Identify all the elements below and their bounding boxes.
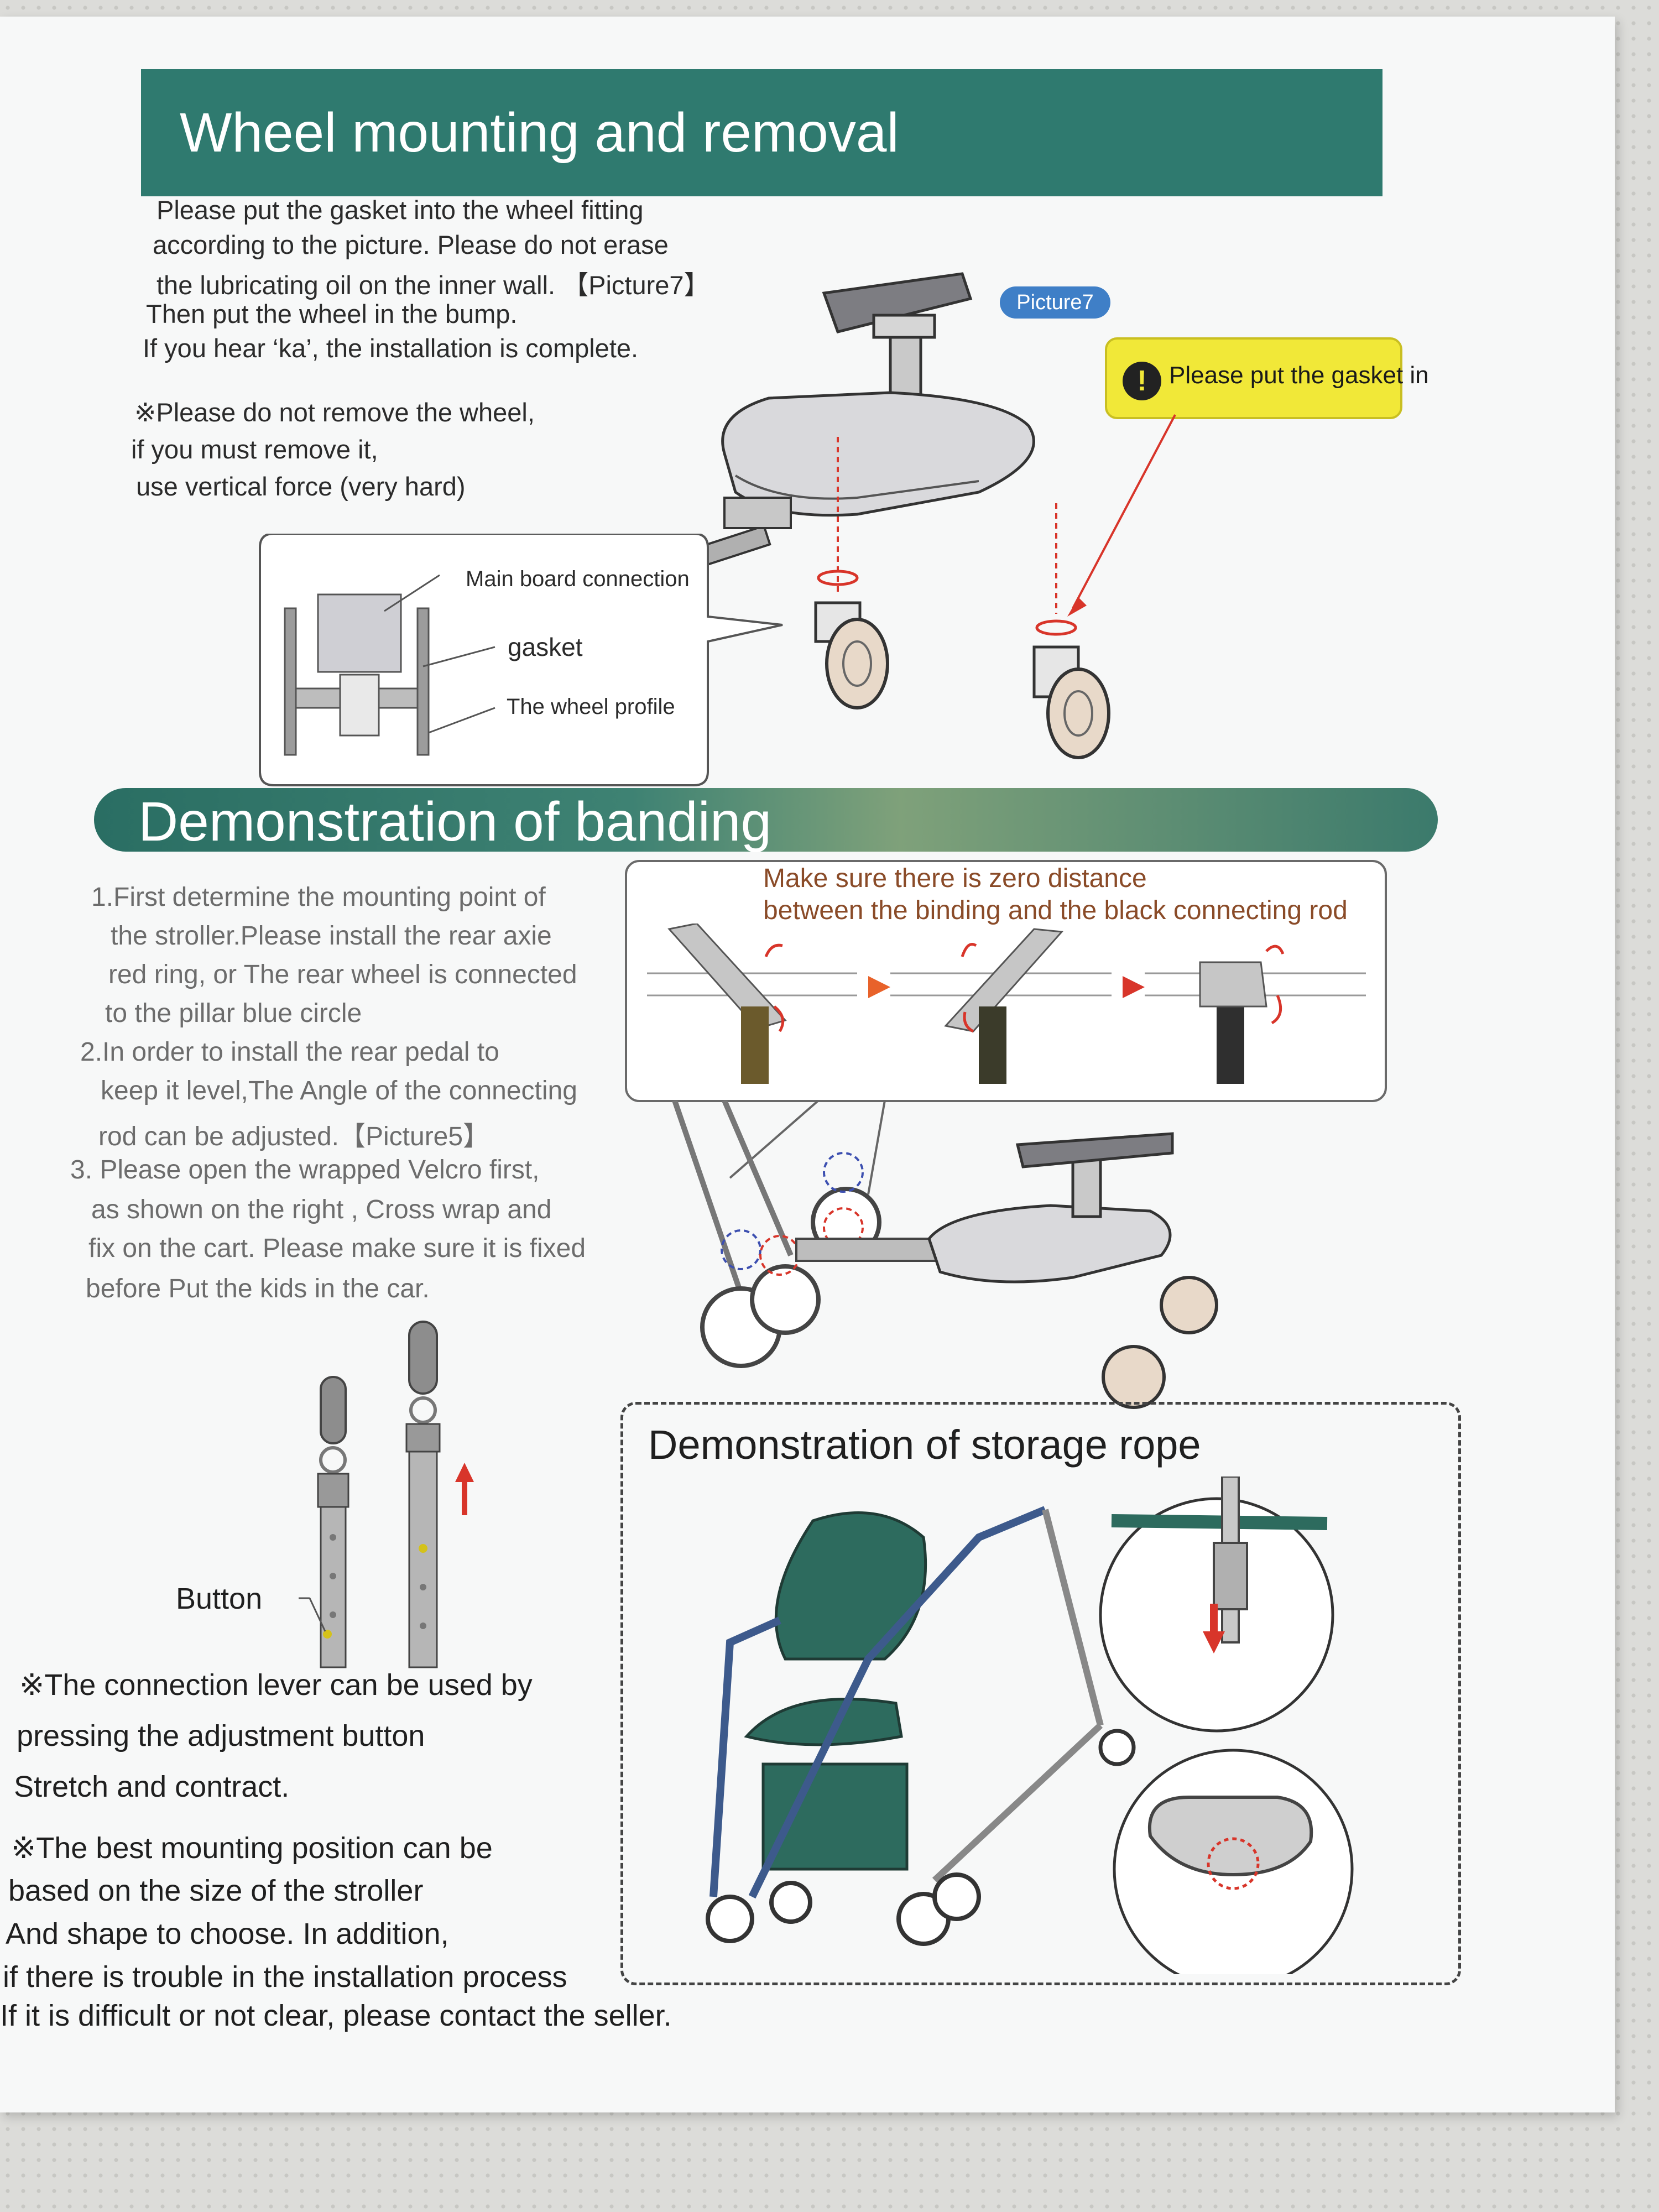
instruction-sheet: Wheel mounting and removal Please put th…	[0, 17, 1615, 2112]
section-header-wheel: Wheel mounting and removal	[141, 69, 1383, 196]
instruction-line: Then put the wheel in the bump.	[146, 299, 518, 328]
label-wheel-profile: The wheel profile	[507, 695, 675, 719]
label-main-board: Main board connection	[466, 567, 690, 591]
board-attached-illustration	[672, 1100, 1218, 1409]
lever-note-line: ※The connection lever can be used by	[19, 1668, 533, 1702]
storage-rope-title: Demonstration of storage rope	[648, 1422, 1201, 1468]
section-title-banding: Demonstration of banding	[138, 791, 772, 853]
stroller-storage-illustration	[706, 1477, 1354, 1974]
step-line: as shown on the right , Cross wrap and	[91, 1195, 552, 1224]
warning-line: use vertical force (very hard)	[136, 472, 466, 501]
instruction-line: according to the picture. Please do not …	[153, 230, 669, 259]
zero-distance-text: Make sure there is zero distance between…	[763, 863, 1348, 927]
warning-line: ※Please do not remove the wheel,	[134, 398, 535, 427]
step-line: rod can be adjusted.【Picture5】	[98, 1122, 490, 1151]
step-line: 2.In order to install the rear pedal to	[80, 1037, 499, 1067]
instruction-line: the lubricating oil on the inner wall. 【…	[156, 270, 710, 300]
step-line: 3. Please open the wrapped Velcro first,	[70, 1155, 540, 1185]
zero-distance-line: Make sure there is zero distance	[763, 864, 1147, 893]
step-line: keep it level,The Angle of the connectin…	[101, 1076, 577, 1105]
binding-steps-diagram	[647, 924, 1366, 1084]
connection-lever-illustration	[299, 1321, 474, 1668]
section-header-banding: Demonstration of banding	[94, 788, 1438, 853]
label-gasket: gasket	[508, 633, 583, 661]
gasket-callout-text: Please put the gasket in	[1169, 362, 1429, 389]
section-title-wheel: Wheel mounting and removal	[180, 102, 899, 164]
warning-line: if you must remove it,	[131, 435, 378, 464]
picture7-tag: Picture7	[1000, 286, 1110, 319]
lever-note-line: Stretch and contract.	[14, 1770, 290, 1803]
instruction-line: Please put the gasket into the wheel fit…	[156, 195, 644, 225]
step-line: 1.First determine the mounting point of	[91, 883, 546, 912]
position-note-line: If it is difficult or not clear, please …	[0, 1999, 672, 2032]
step-line: red ring, or The rear wheel is connected	[108, 960, 577, 989]
instruction-line: If you hear ‘ka’, the installation is co…	[143, 333, 639, 363]
storage-rope-panel	[620, 1402, 1461, 1985]
exclamation-icon: !	[1123, 362, 1161, 400]
step-line: before Put the kids in the car.	[86, 1274, 430, 1303]
zero-distance-line: between the binding and the black connec…	[763, 896, 1348, 925]
step-line: fix on the cart. Please make sure it is …	[88, 1234, 586, 1263]
position-note-line: if there is trouble in the installation …	[3, 1960, 567, 1994]
position-note-line: based on the size of the stroller	[8, 1874, 424, 1907]
button-label: Button	[176, 1582, 263, 1615]
wheel-detail-callout	[259, 534, 783, 786]
step-line: the stroller.Please install the rear axi…	[111, 921, 552, 951]
gasket-callout: ! Please put the gasket in	[1105, 337, 1429, 419]
position-note-line: ※The best mounting position can be	[11, 1832, 493, 1865]
lever-note-line: pressing the adjustment button	[17, 1719, 425, 1752]
position-note-line: And shape to choose. In addition,	[6, 1917, 449, 1950]
ride-on-board-illustration	[691, 272, 1176, 759]
step-line: to the pillar blue circle	[105, 999, 362, 1028]
